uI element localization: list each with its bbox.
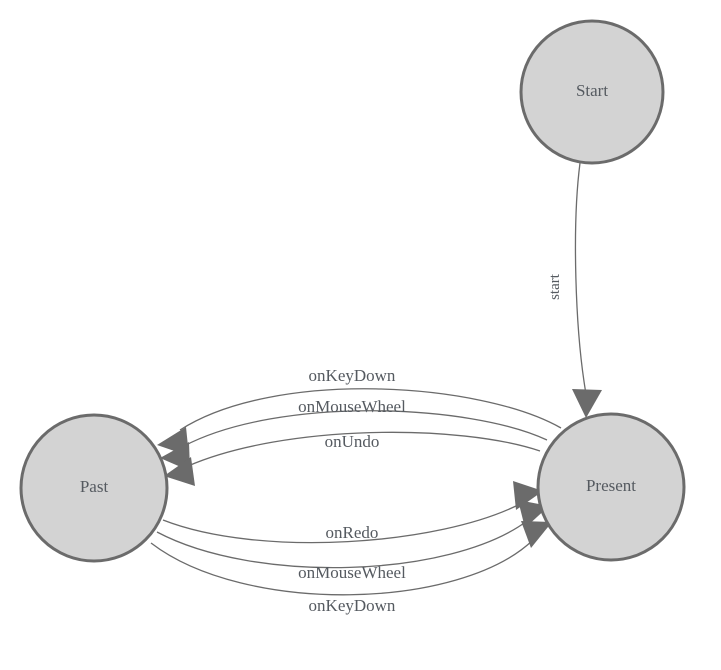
edge-past-present-3-arrowhead bbox=[521, 521, 552, 548]
node-present-label: Present bbox=[586, 476, 636, 495]
edge-past-present-3-path bbox=[150, 539, 534, 596]
edge-present-past-3-arrowhead bbox=[164, 457, 195, 486]
edge-present-past-3-label: onUndo bbox=[325, 432, 380, 451]
edge-start-path bbox=[574, 162, 587, 395]
edge-past-present-1-path bbox=[162, 503, 521, 544]
node-past-label: Past bbox=[80, 477, 109, 496]
edge-present-past-1-label: onKeyDown bbox=[309, 366, 396, 385]
edge-past-present-2-label: onMouseWheel bbox=[298, 563, 406, 582]
edge-past-present-1[interactable]: onRedo bbox=[162, 481, 543, 544]
edge-present-past-3[interactable]: onUndo bbox=[164, 431, 541, 486]
edge-past-present-2-path bbox=[156, 520, 528, 569]
node-start[interactable]: Start bbox=[519, 19, 665, 165]
edge-start-label: start bbox=[547, 273, 563, 300]
edge-past-present-3-label: onKeyDown bbox=[309, 596, 396, 615]
node-present-circle bbox=[536, 412, 686, 562]
node-present[interactable]: Present bbox=[536, 412, 686, 562]
edge-past-present-3[interactable]: onKeyDown bbox=[150, 521, 552, 615]
edge-present-past-2-path bbox=[183, 410, 548, 447]
edge-past-present-1-label: onRedo bbox=[326, 523, 379, 542]
edge-present-past-3-path bbox=[187, 431, 541, 467]
node-past[interactable]: Past bbox=[19, 413, 169, 563]
node-start-circle bbox=[519, 19, 665, 165]
edge-present-past-1-path bbox=[179, 388, 562, 431]
edge-start-arrowhead bbox=[572, 389, 602, 418]
edge-present-past-2-label: onMouseWheel bbox=[298, 397, 406, 416]
node-past-circle bbox=[19, 413, 169, 563]
edge-start[interactable]: start bbox=[547, 162, 602, 418]
node-start-label: Start bbox=[576, 81, 608, 100]
